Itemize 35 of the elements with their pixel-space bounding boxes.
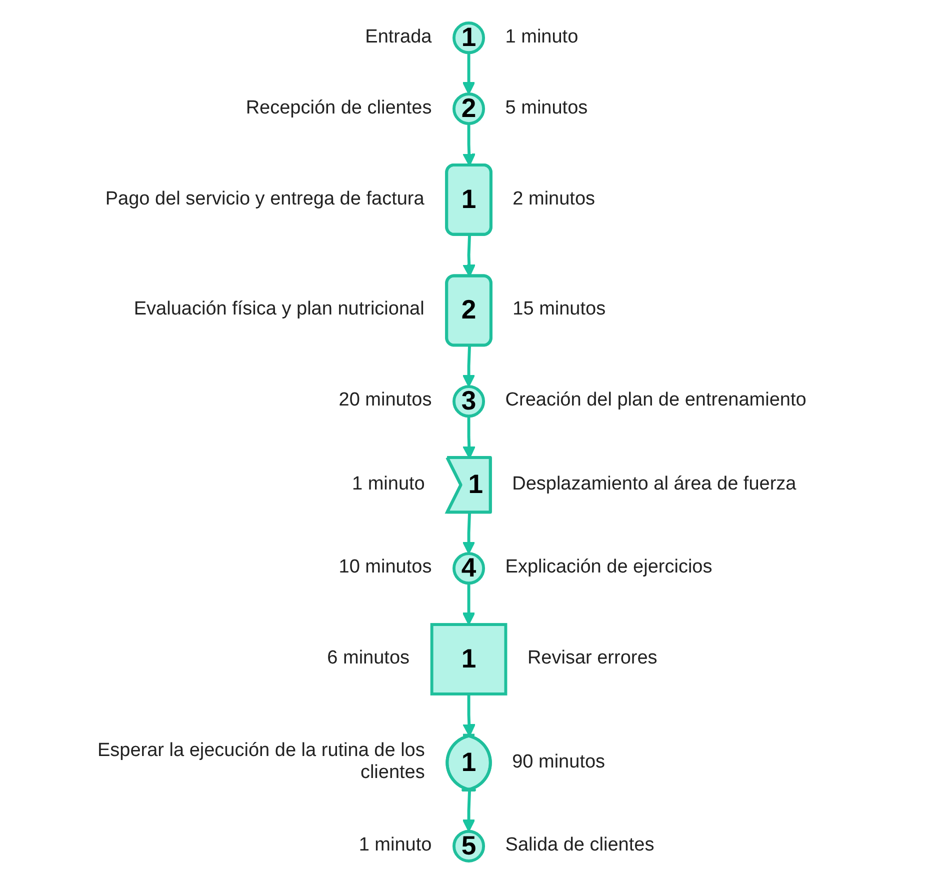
process-symbol: 1 <box>430 623 507 696</box>
process-symbol: 2 <box>444 274 492 347</box>
node-caption: 90 minutos <box>512 751 606 774</box>
node-caption: Pago del servicio y entrega de factura <box>104 188 424 212</box>
arrow <box>462 583 475 626</box>
node-caption: Salida de clientes <box>505 834 656 858</box>
process-symbol: 1 <box>444 163 492 236</box>
node-caption: Creación del plan de entrenamiento <box>505 390 808 413</box>
arrow <box>462 52 475 95</box>
arrow <box>462 346 475 388</box>
node-caption: 1 minuto <box>358 834 432 858</box>
node-caption: Entrada <box>364 26 432 50</box>
node-caption: 6 minutos <box>326 648 410 671</box>
arrow <box>462 512 475 554</box>
node-caption: Recepción de clientes <box>244 97 432 120</box>
node-caption: 2 minutos <box>512 188 596 212</box>
node-caption: 20 minutos <box>338 390 432 413</box>
process-symbol: 4 <box>452 552 485 585</box>
node-caption: 1 minuto <box>505 26 580 50</box>
process-symbol: 1 <box>445 456 492 514</box>
node-caption: Revisar errores <box>527 648 658 671</box>
node-caption: Evaluación física y plan nutricional <box>132 299 424 322</box>
arrow <box>462 790 475 832</box>
node-caption: Explicación de ejercicios <box>505 556 714 580</box>
node-caption: Desplazamiento al área de fuerza <box>512 473 798 496</box>
node-caption: 1 minuto <box>350 473 425 496</box>
process-symbol: 1 <box>452 22 485 54</box>
node-caption: 15 minutos <box>512 299 607 322</box>
node-caption: 10 minutos <box>338 556 432 580</box>
process-symbol: 5 <box>452 830 485 862</box>
node-caption: 5 minutos <box>505 97 589 120</box>
node-caption: Esperar la ejecución de la rutina de los clientes <box>96 740 425 786</box>
process-symbol: 3 <box>452 385 485 418</box>
process-symbol: 1 <box>445 734 492 792</box>
process-symbol: 2 <box>452 92 485 126</box>
